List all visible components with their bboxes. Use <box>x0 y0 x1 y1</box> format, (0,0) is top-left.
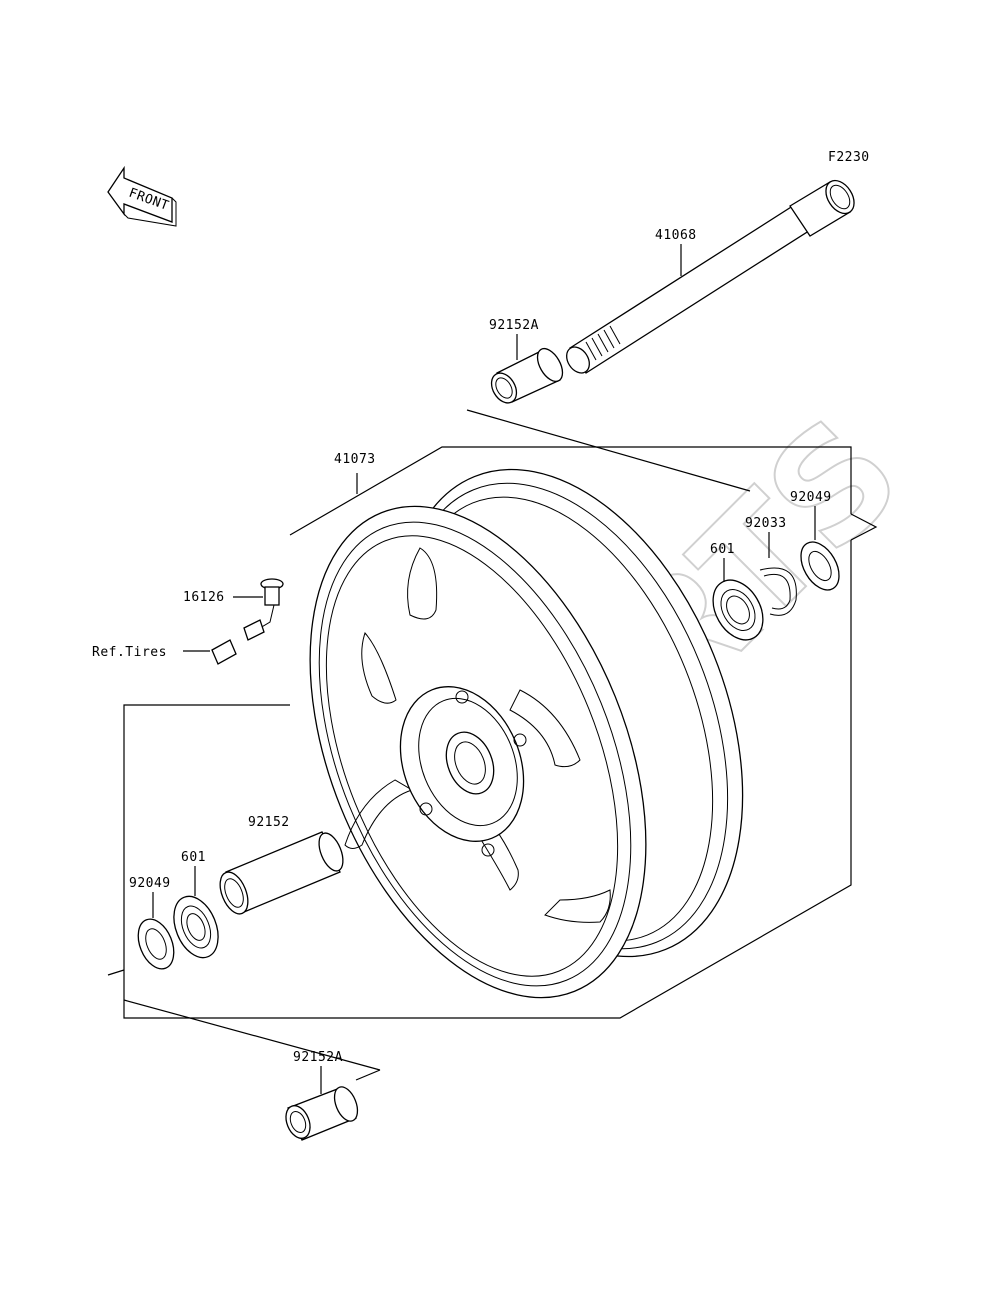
callout-ref-tires: Ref.Tires <box>92 645 167 660</box>
callout-16126: 16126 <box>183 590 225 605</box>
front-arrow-icon: FRONT <box>107 165 177 227</box>
callout-92152a-bottom: 92152A <box>293 1050 343 1065</box>
callout-92033: 92033 <box>745 516 787 531</box>
callout-92049-right: 92049 <box>790 490 832 505</box>
seal-92049-left <box>137 918 175 970</box>
assembly-lines <box>107 409 878 1081</box>
collar-92152a-top <box>490 347 564 404</box>
axle-41068 <box>566 179 855 374</box>
figure-code: F2230 <box>828 150 870 165</box>
callout-92152: 92152 <box>248 815 290 830</box>
collar-92152a-bottom <box>285 1086 359 1141</box>
callout-601-left: 601 <box>181 850 206 865</box>
wheel-41073 <box>309 468 744 999</box>
bearing-601-right <box>712 579 764 641</box>
valve-16126 <box>211 578 284 665</box>
circlip-92033 <box>759 567 797 616</box>
spacer-92152 <box>219 831 344 915</box>
callout-41073: 41073 <box>334 452 376 467</box>
callout-601-right: 601 <box>710 542 735 557</box>
callout-92049-left: 92049 <box>129 876 171 891</box>
seal-92049-right <box>800 541 840 591</box>
bearing-601-left <box>173 895 219 959</box>
callout-92152a-top: 92152A <box>489 318 539 333</box>
callout-41068: 41068 <box>655 228 697 243</box>
